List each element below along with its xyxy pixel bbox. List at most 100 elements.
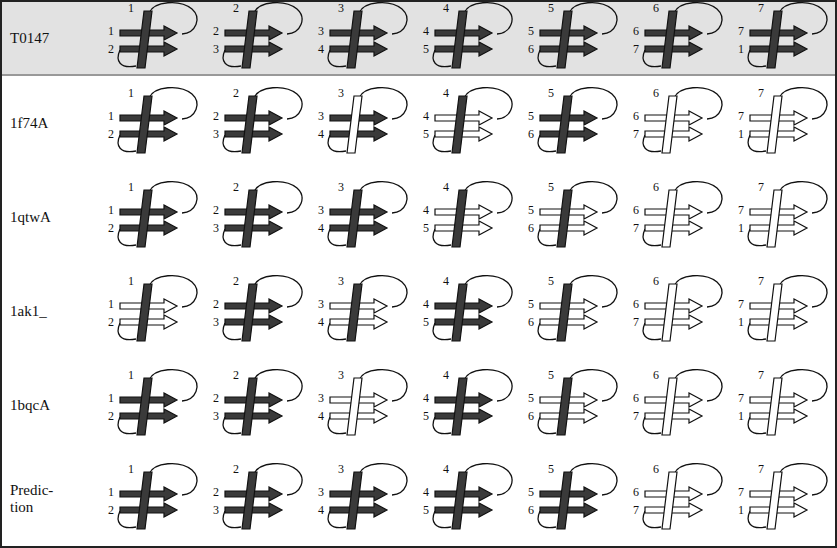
strand-number: 3: [310, 110, 324, 123]
strand-number: 3: [310, 486, 324, 499]
strand-number: 2: [233, 369, 239, 382]
strand-number: 4: [310, 128, 324, 141]
strand-number: 6: [520, 410, 534, 423]
strand-crossing-glyph: [417, 370, 517, 440]
strand-number: 1: [100, 486, 114, 499]
strand-number: 5: [548, 2, 554, 15]
strand-number: 2: [233, 2, 239, 15]
strand-crossing-glyph: [207, 88, 307, 158]
strand-number: 6: [520, 128, 534, 141]
loop-line: [359, 88, 407, 119]
strand-number: 2: [100, 43, 114, 56]
strand-number: 3: [338, 275, 344, 288]
loop-line: [569, 276, 617, 307]
strand-crossing-glyph: [102, 182, 202, 252]
strand-number: 6: [625, 25, 639, 38]
strand-number: 2: [205, 486, 219, 499]
strand-number: 5: [520, 204, 534, 217]
strand-number: 1: [730, 316, 744, 329]
strand-crossing-glyph: [417, 276, 517, 346]
crossing-strand: [347, 472, 362, 529]
row-label: 1qtwA: [10, 209, 72, 226]
strand-number: 1: [128, 275, 134, 288]
strand-crossing-glyph: [312, 182, 412, 252]
header-band: [2, 2, 835, 74]
loop-line: [674, 3, 722, 34]
strand-number: 5: [415, 504, 429, 517]
strand-number: 4: [310, 43, 324, 56]
strand-crossing-glyph: [522, 276, 622, 346]
strand-number: 5: [520, 486, 534, 499]
strand-number: 1: [730, 504, 744, 517]
strand-number: 6: [520, 316, 534, 329]
strand-number: 5: [548, 369, 554, 382]
strand-number: 3: [310, 25, 324, 38]
strand-crossing-glyph: [102, 370, 202, 440]
strand-crossing-glyph: [522, 3, 622, 73]
crossing-strand: [452, 378, 467, 435]
strand-number: 3: [338, 87, 344, 100]
crossing-strand: [347, 11, 362, 68]
crossing-strand: [557, 284, 572, 341]
strand-number: 7: [730, 25, 744, 38]
strand-number: 1: [128, 87, 134, 100]
crossing-strand: [662, 472, 677, 529]
crossing-strand: [137, 11, 152, 68]
strand-number: 3: [338, 2, 344, 15]
crossing-strand: [347, 378, 362, 435]
strand-number: 1: [730, 43, 744, 56]
strand-number: 1: [730, 222, 744, 235]
strand-number: 1: [100, 392, 114, 405]
crossing-strand: [767, 472, 782, 529]
crossing-strand: [452, 96, 467, 153]
strand-crossing-glyph: [207, 3, 307, 73]
loop-line: [359, 370, 407, 401]
strand-number: 7: [625, 222, 639, 235]
row-label: 1f74A: [10, 115, 72, 132]
strand-crossing-glyph: [732, 370, 832, 440]
strand-number: 6: [653, 369, 659, 382]
loop-line: [359, 182, 407, 213]
strand-number: 3: [338, 181, 344, 194]
loop-line: [569, 88, 617, 119]
strand-number: 1: [100, 204, 114, 217]
strand-number: 2: [205, 110, 219, 123]
crossing-strand: [662, 11, 677, 68]
loop-line: [359, 276, 407, 307]
loop-line: [569, 370, 617, 401]
row-label: T0147: [10, 30, 72, 47]
strand-crossing-glyph: [627, 464, 727, 534]
crossing-strand: [137, 378, 152, 435]
strand-number: 4: [443, 463, 449, 476]
strand-number: 5: [520, 392, 534, 405]
crossing-strand: [137, 96, 152, 153]
strand-number: 7: [758, 369, 764, 382]
strand-number: 4: [415, 204, 429, 217]
strand-number: 3: [205, 43, 219, 56]
loop-line: [254, 88, 302, 119]
strand-number: 6: [625, 110, 639, 123]
crossing-strand: [662, 96, 677, 153]
strand-number: 3: [338, 369, 344, 382]
strand-number: 4: [310, 410, 324, 423]
strand-number: 1: [100, 110, 114, 123]
strand-crossing-glyph: [732, 276, 832, 346]
strand-number: 4: [415, 298, 429, 311]
crossing-strand: [452, 190, 467, 247]
strand-crossing-glyph: [312, 370, 412, 440]
strand-number: 4: [310, 504, 324, 517]
strand-number: 4: [443, 87, 449, 100]
strand-number: 6: [520, 43, 534, 56]
crossing-strand: [242, 96, 257, 153]
strand-number: 5: [548, 181, 554, 194]
loop-line: [254, 276, 302, 307]
strand-number: 4: [415, 25, 429, 38]
loop-line: [779, 464, 827, 495]
strand-number: 2: [205, 392, 219, 405]
crossing-strand: [557, 96, 572, 153]
strand-number: 5: [520, 110, 534, 123]
crossing-strand: [767, 190, 782, 247]
loop-line: [149, 182, 197, 213]
crossing-strand: [347, 284, 362, 341]
header-rule: [2, 74, 835, 76]
